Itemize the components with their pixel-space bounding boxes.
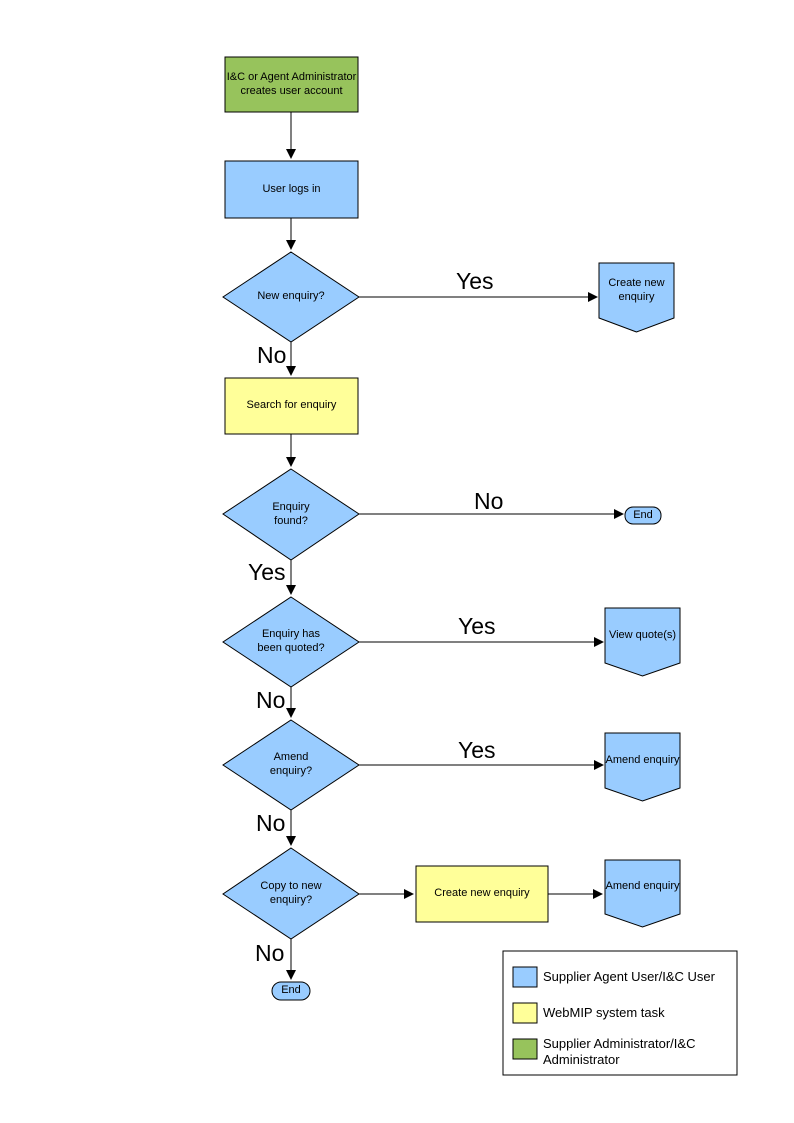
decision-copy-to-new-enquiry-shape (222, 847, 360, 940)
process-user-logs-in-shape (224, 160, 359, 219)
terminator-end-bottom-shape (271, 981, 311, 1001)
legend-label-user: Supplier Agent User/I&C User (543, 968, 715, 984)
offpage-view-quotes-shape (604, 607, 681, 677)
offpage-view-quotes-label: View quote(s) (608, 628, 677, 641)
decision-enquiry-quoted-label: Enquiry has been quoted? (257, 628, 325, 654)
legend-swatch-user (512, 966, 538, 988)
process-user-logs-in-label: User logs in (262, 182, 321, 195)
decision-new-enquiry-shape (222, 251, 360, 343)
edge-label-amend-enquiry-no: No (256, 810, 286, 836)
legend-swatch-admin (512, 1038, 538, 1060)
process-admin-creates-account-label: I&C or Agent Administrator creates user … (226, 70, 357, 97)
decision-enquiry-found-label: Enquiry found? (272, 500, 310, 527)
decision-new-enquiry-label: New enquiry? (257, 290, 325, 303)
offpage-create-new-enquiry-shape (598, 262, 675, 333)
edge-label-enquiry-found-yes: Yes (248, 559, 286, 585)
terminator-end-bottom-label: End (281, 984, 301, 997)
edge-label-copy-to-new-no: No (255, 940, 285, 966)
legend-label-system: WebMIP system task (543, 1004, 665, 1020)
edge-label-enquiry-found-no: No (474, 488, 504, 514)
process-search-for-enquiry-label: Search for enquiry (246, 399, 337, 412)
edge-label-new-enquiry-no: No (257, 342, 287, 368)
process-admin-creates-account-shape (224, 56, 359, 113)
offpage-create-new-enquiry-label: Create new enquiry (608, 276, 665, 303)
legend-swatch-system (512, 1002, 538, 1024)
offpage-amend-enquiry-1-label: Amend enquiry (605, 753, 680, 766)
process-create-new-enquiry-shape (415, 865, 549, 923)
decision-enquiry-found-shape (222, 468, 360, 561)
edge-label-enquiry-quoted-yes: Yes (458, 613, 496, 639)
process-search-for-enquiry-shape (224, 377, 359, 435)
process-create-new-enquiry-label: Create new enquiry (434, 887, 530, 900)
legend-box (502, 950, 738, 1076)
decision-amend-enquiry-shape (222, 719, 360, 811)
edge-label-amend-enquiry-yes: Yes (458, 737, 496, 763)
decision-amend-enquiry-label: Amend enquiry? (269, 751, 313, 777)
offpage-amend-enquiry-1-shape (604, 732, 681, 802)
edge-label-new-enquiry-yes: Yes (456, 268, 494, 294)
offpage-amend-enquiry-2-shape (604, 859, 681, 928)
legend-label-admin: Supplier Administrator/I&C Administrator (543, 1035, 696, 1067)
edge-label-enquiry-quoted-no: No (256, 687, 286, 713)
decision-enquiry-quoted-shape (222, 596, 360, 688)
offpage-amend-enquiry-2-label: Amend enquiry (605, 880, 680, 893)
terminator-end-top-label: End (633, 508, 653, 521)
decision-copy-to-new-enquiry-label: Copy to new enquiry? (260, 879, 322, 906)
terminator-end-top-shape (624, 506, 662, 525)
